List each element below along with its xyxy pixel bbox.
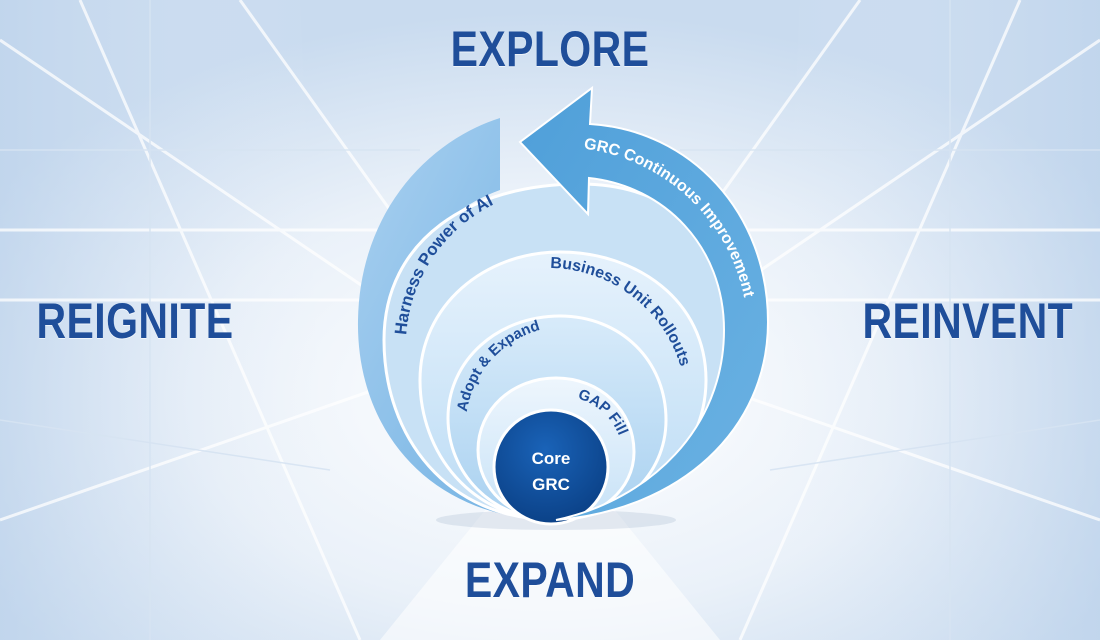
core-label-line1: Core: [532, 449, 571, 468]
continuous-improvement-arrow: [518, 85, 770, 521]
core-grc-circle: [492, 408, 610, 526]
title-explore: EXPLORE: [450, 21, 650, 77]
title-reignite: REIGNITE: [36, 293, 234, 349]
title-expand: EXPAND: [464, 552, 636, 608]
core-label-line2: GRC: [532, 475, 570, 494]
title-reinvent: REINVENT: [862, 293, 1074, 349]
